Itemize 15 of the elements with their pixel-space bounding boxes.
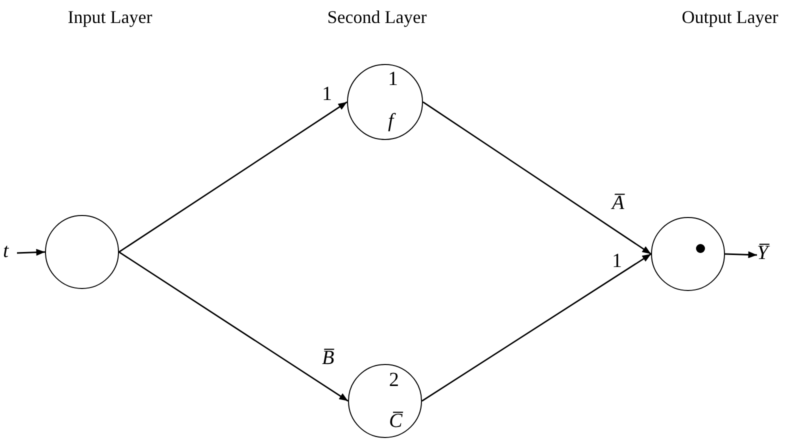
signal-label: t xyxy=(3,240,17,262)
arrow xyxy=(118,251,348,402)
layer-heading: Output Layer xyxy=(682,8,778,26)
arrow xyxy=(118,101,348,253)
arrow xyxy=(422,253,652,402)
neuron-label: C̅ xyxy=(389,411,402,431)
arrow xyxy=(724,251,758,258)
neuron-label: 2 xyxy=(389,370,399,390)
layer-heading: Input Layer xyxy=(68,8,152,26)
signal-label: Y̅ xyxy=(757,240,785,266)
arrow xyxy=(422,101,652,255)
neuron-label: f xyxy=(388,111,394,131)
neuron-label: 1 xyxy=(388,69,398,89)
layer-heading: Second Layer xyxy=(327,8,427,26)
arrow xyxy=(16,248,46,256)
